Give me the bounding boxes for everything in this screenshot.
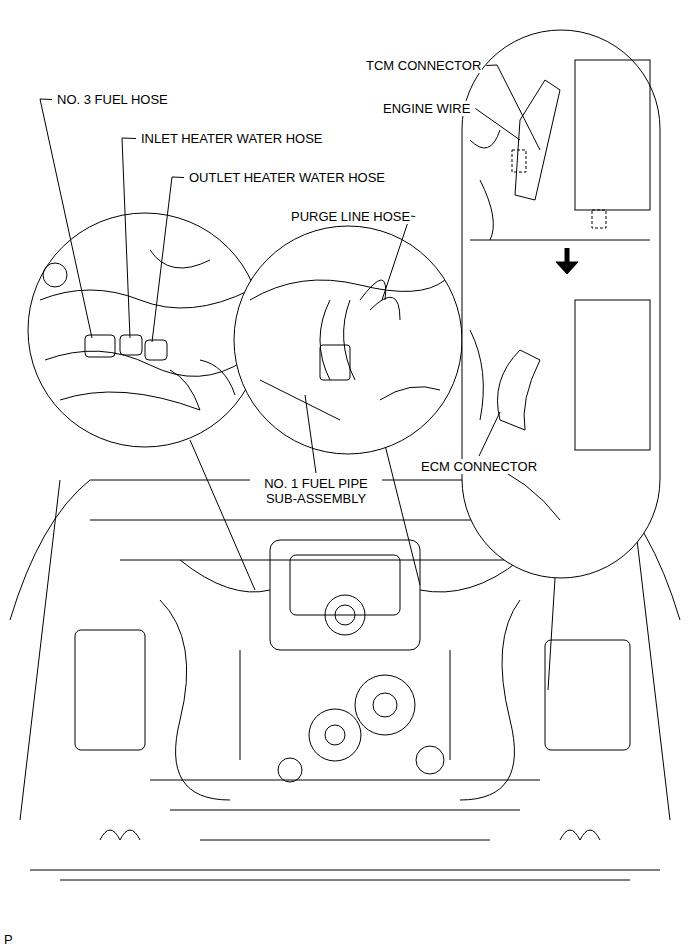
part-label: NO. 1 FUEL PIPE SUB-ASSEMBLY [250, 476, 382, 506]
detail-view-middle [234, 226, 462, 454]
view-leader [385, 445, 420, 585]
detail-view-left [28, 213, 262, 447]
part-label: TCM CONNECTOR [365, 58, 482, 73]
part-label: OUTLET HEATER WATER HOSE [188, 170, 386, 185]
view-leader [548, 578, 555, 690]
part-label: PURGE LINE HOSE [290, 209, 411, 224]
part-label: NO. 3 FUEL HOSE [56, 92, 169, 107]
part-label: ECM CONNECTOR [420, 459, 538, 474]
part-label: ENGINE WIRE [382, 101, 471, 116]
leader-line [122, 138, 136, 338]
detail-view-right [462, 30, 660, 578]
leader-line [305, 395, 316, 473]
view-leader [190, 440, 255, 590]
leader-line [486, 65, 540, 150]
part-label: P [3, 932, 14, 947]
leader-line [479, 412, 500, 456]
leader-line [382, 216, 415, 300]
leader-line [40, 99, 92, 338]
leader-line [152, 177, 184, 342]
leader-line [475, 109, 520, 141]
part-label: INLET HEATER WATER HOSE [140, 131, 324, 146]
